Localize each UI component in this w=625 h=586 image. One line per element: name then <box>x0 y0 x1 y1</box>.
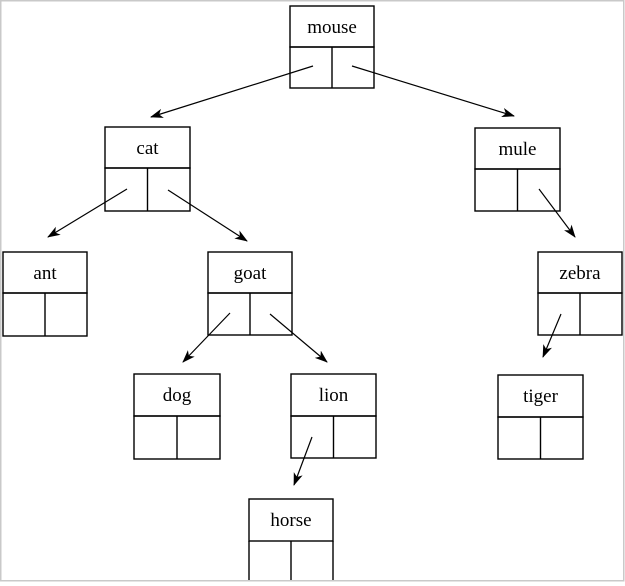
edge-cat-goat-arrow <box>167 189 248 242</box>
edge-mule-zebra-arrow <box>538 188 576 238</box>
node-label: zebra <box>559 263 601 284</box>
tree-node-tiger: tiger <box>497 374 584 460</box>
tree-edges <box>47 65 576 486</box>
node-pointer-cells <box>248 541 334 580</box>
node-label: dog <box>163 385 192 406</box>
edge-cat-ant-arrow <box>47 188 128 238</box>
tree-node-mule: mule <box>474 127 561 212</box>
edge-mouse-cat-arrow <box>150 65 314 118</box>
edge-goat-dog-arrow <box>182 312 231 363</box>
tree-node-ant: ant <box>2 251 88 337</box>
tree-node-dog: dog <box>133 373 221 460</box>
node-label: lion <box>319 385 349 406</box>
node-label: mouse <box>307 17 357 38</box>
node-label: ant <box>33 263 57 284</box>
edge-goat-lion-arrow <box>269 313 328 363</box>
edge-mouse-mule-arrow <box>351 65 515 117</box>
node-label: mule <box>499 139 537 160</box>
node-label: horse <box>270 510 311 531</box>
tree-node-horse: horse <box>248 498 334 580</box>
tree-node-goat: goat <box>207 251 293 336</box>
edge-lion-horse-arrow <box>293 436 313 486</box>
node-label: cat <box>136 138 159 159</box>
tree-node-mouse: mouse <box>289 5 375 89</box>
node-label: tiger <box>523 386 558 407</box>
node-label: goat <box>234 263 267 284</box>
tree-node-cat: cat <box>104 126 191 212</box>
tree-node-lion: lion <box>290 373 377 459</box>
tree-node-zebra: zebra <box>537 251 623 336</box>
